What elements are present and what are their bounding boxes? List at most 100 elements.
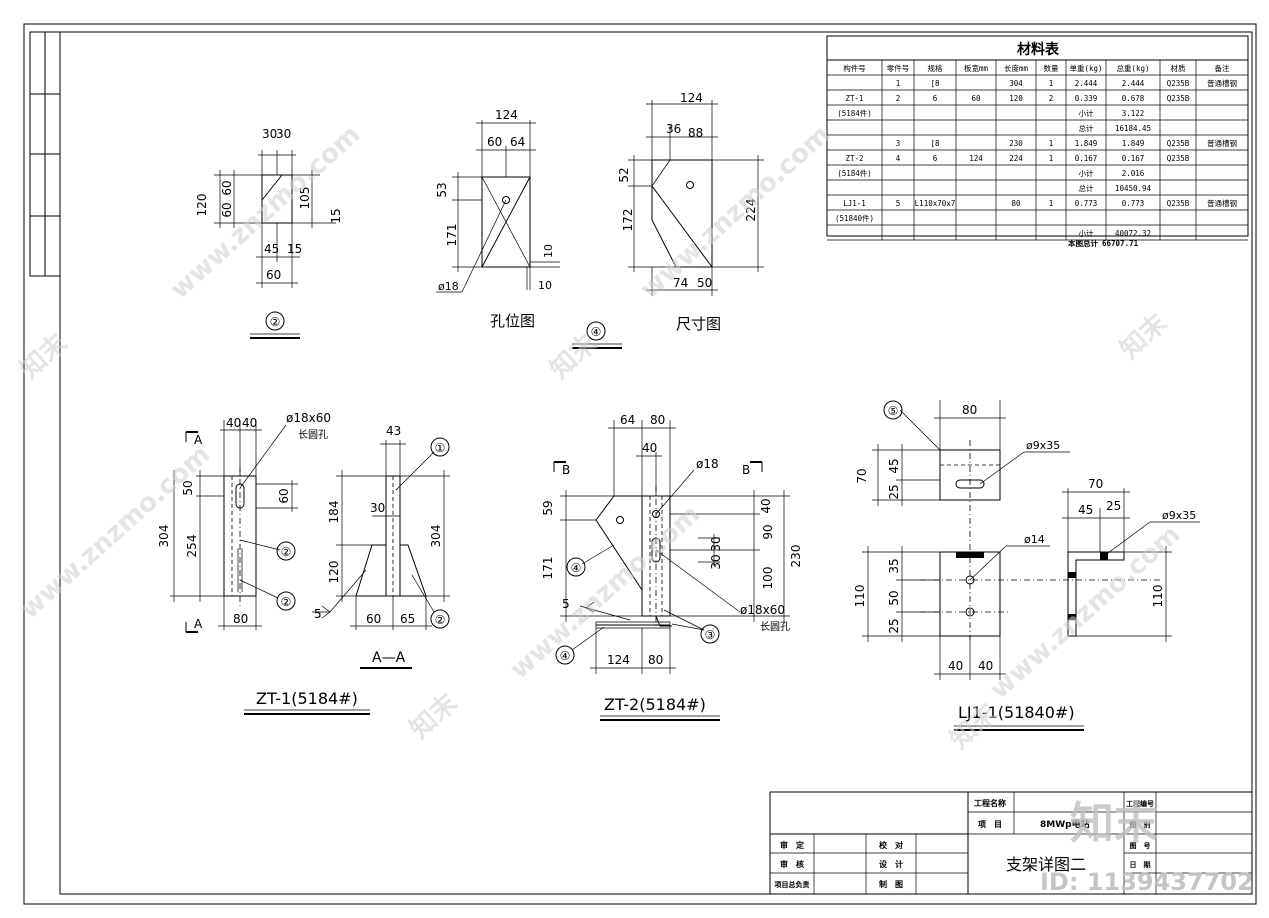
zt1-weld-5: 5 [314, 607, 322, 621]
zt1-callout-2c: ② [435, 613, 446, 627]
part2-dim-60b: 60 [220, 202, 234, 217]
table-cell: (5184件) [837, 108, 872, 118]
hole-dim-10b: 10 [538, 279, 552, 292]
tb-role-review: 审 核 [780, 859, 804, 869]
lj1-dim-25b: 25 [887, 618, 901, 633]
table-cell: 3 [896, 139, 901, 148]
table-header-cell: 构件号 [843, 63, 866, 73]
zt1-sec-a-bottom: A [194, 617, 203, 631]
zt1-callout-1: ① [435, 441, 446, 455]
lj1-dim-40b: 40 [978, 659, 993, 673]
table-cell: 224 [1009, 154, 1023, 163]
zt2-dim-slot: ø18x60 [740, 603, 785, 617]
table-cell: 120 [1009, 94, 1023, 103]
part2-dim-15b: 15 [287, 242, 302, 256]
hole-dim-124: 124 [495, 108, 518, 122]
grand-total-value: 66707.71 [1102, 239, 1139, 248]
table-cell: 小计 [1079, 228, 1095, 238]
grand-total-label: 本图总计 [1067, 238, 1098, 248]
part4-label: ④ [591, 325, 602, 339]
lj1-dim-45: 45 [887, 458, 901, 473]
table-cell: LJ1-1 [843, 199, 866, 208]
table-cell: 2.016 [1122, 169, 1145, 178]
lj1-title: LJ1-1(51840#) [958, 703, 1075, 722]
table-cell: 16184.45 [1115, 124, 1151, 133]
table-cell: 小计 [1079, 108, 1095, 118]
outer-frame [23, 23, 1257, 905]
part2-dim-105: 105 [298, 187, 312, 210]
zt2-dim-40: 40 [642, 441, 657, 455]
table-cell: 总计 [1079, 183, 1095, 193]
part4-dim-88: 88 [688, 126, 703, 140]
table-cell: 304 [1009, 79, 1023, 88]
zt2-callout-4a: ④ [571, 561, 582, 575]
tb-label-type: 图 别 [1130, 820, 1151, 829]
zt2-dim-59: 59 [541, 500, 555, 515]
part2-dim-120: 120 [195, 194, 209, 217]
part4-dim-172: 172 [621, 209, 635, 232]
zt2-dim-80: 80 [650, 413, 665, 427]
part2-dim-b: 30 [276, 127, 291, 141]
zt1-dim-50: 50 [181, 480, 195, 495]
zt1-aa-dim-60: 60 [366, 612, 381, 626]
lj1-side-dim-45: 45 [1078, 503, 1093, 517]
zt1-view: 40 40 ø18x60 长圆孔 50 60 304 254 80 A A ② … [157, 411, 450, 715]
table-cell: 0.773 [1122, 199, 1145, 208]
table-cell: 2.444 [1122, 79, 1145, 88]
watermark-logo: 知末 [1070, 798, 1158, 849]
tb-project-label: 项 目 [978, 820, 1002, 829]
zt2-dim-80b: 80 [648, 653, 663, 667]
zt2-callout-4b: ④ [560, 649, 571, 663]
table-cell: 5 [896, 199, 901, 208]
part2-dim-60: 60 [266, 268, 281, 282]
zt1-dim-80: 80 [233, 612, 248, 626]
hole-dim-64: 64 [510, 135, 525, 149]
table-cell: 0.339 [1075, 94, 1098, 103]
hole-dim-dia: ø18 [438, 280, 459, 293]
watermark-brand-4: 知末 [405, 687, 464, 745]
title-block: 工程名称 项 目 8MWp电站 支架详图二 审 定 审 核 项目总负责 校 对 … [769, 791, 1253, 895]
zt1-callout-2a: ② [281, 545, 292, 559]
lj1-dim-40a: 40 [948, 659, 963, 673]
table-header-cell: 板宽mm [964, 63, 989, 73]
table-cell: ZT-2 [845, 154, 863, 163]
tb-label-date: 日 期 [1130, 860, 1151, 869]
zt2-dim-100: 100 [761, 567, 775, 590]
zt2-dim-230: 230 [789, 545, 803, 568]
table-cell: 60 [971, 94, 981, 103]
table-cell: 4 [896, 154, 901, 163]
table-header-cell: 长度mm [1004, 63, 1029, 73]
tb-role-design: 设 计 [879, 859, 903, 869]
table-cell: 0.167 [1122, 154, 1145, 163]
watermark-site-2: www.znzmo.com [635, 119, 837, 305]
zt2-view: 64 80 40 ø18 59 171 40 90 230 30 30 100 … [541, 413, 803, 721]
table-header-cell: 总重(kg) [1116, 63, 1149, 73]
table-cell: 1.849 [1075, 139, 1098, 148]
watermark-brand-3: 知末 [1115, 307, 1174, 365]
tb-project-value: 8MWp电站 [1040, 818, 1090, 830]
table-cell: Q235B [1167, 79, 1190, 88]
table-cell: 普通槽钢 [1207, 138, 1237, 148]
part2-dim-60a: 60 [220, 180, 234, 195]
table-cell: [8 [930, 139, 940, 148]
table-cell: (5184件) [837, 168, 872, 178]
table-cell: 0.167 [1075, 154, 1098, 163]
lj1-dim-80: 80 [962, 403, 977, 417]
table-cell: Q235B [1167, 94, 1190, 103]
zt1-aa-dim-120: 120 [327, 561, 341, 584]
tb-label-number: 图 号 [1130, 841, 1151, 850]
tb-role-lead: 项目总负责 [775, 880, 810, 889]
tb-label-project-no: 工程编号 [1126, 799, 1154, 808]
table-header-cell: 零件号 [887, 63, 910, 73]
zt2-dim-30a: 30 [709, 536, 723, 551]
zt2-dim-dia18: ø18 [696, 457, 719, 471]
table-header-cell: 备注 [1215, 63, 1231, 73]
table-cell: 小计 [1079, 168, 1095, 178]
zt1-aa-dim-304: 304 [429, 525, 443, 548]
table-cell: 0.678 [1122, 94, 1145, 103]
table-cell: 6 [933, 154, 938, 163]
table-cell: 124 [969, 154, 983, 163]
lj1-dim-25: 25 [887, 484, 901, 499]
zt1-aa-dim-184: 184 [327, 501, 341, 524]
